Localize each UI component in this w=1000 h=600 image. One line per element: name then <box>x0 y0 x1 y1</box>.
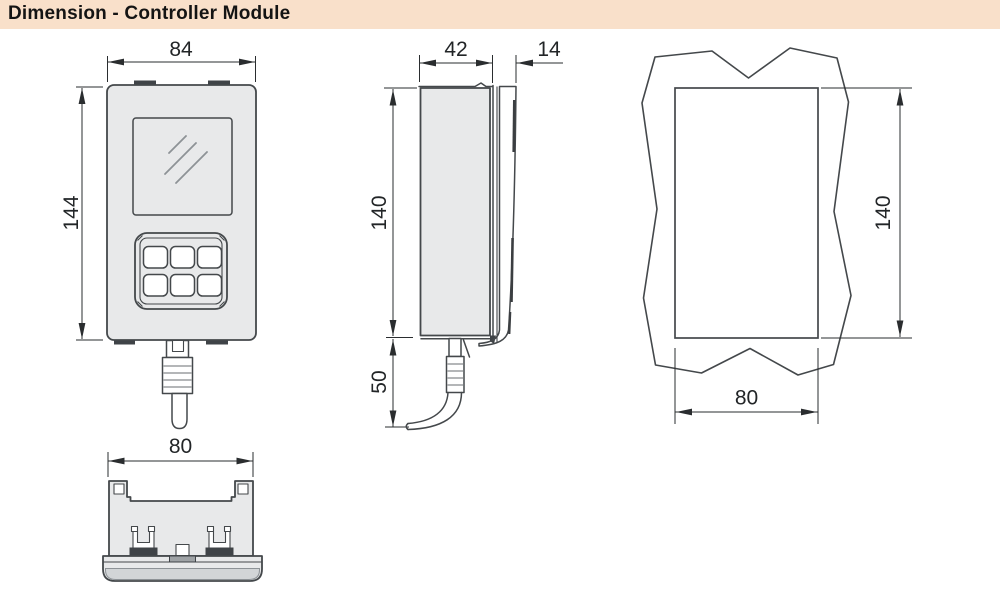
side-depth-dimension: 42 <box>419 38 493 83</box>
keypad <box>134 232 228 310</box>
tab-hole <box>237 483 249 495</box>
bezel-mark <box>510 237 514 303</box>
keypad-frame <box>134 232 228 310</box>
bezel-mark <box>508 311 512 335</box>
arrowhead <box>676 408 692 416</box>
clip-prong <box>147 525 156 533</box>
keypad-frame-inner <box>139 237 223 305</box>
clip-base <box>129 547 158 556</box>
cable-curve <box>407 391 449 425</box>
clip-prong <box>223 525 232 533</box>
top-cap <box>418 82 494 88</box>
panel-cutout-view: 140 80 <box>641 47 912 424</box>
keypad-button <box>169 245 196 269</box>
front-height-dimension: 144 <box>60 86 103 341</box>
cable-curve <box>407 391 463 431</box>
side-flange-dimension: 14 <box>515 38 563 83</box>
dimension-label: 80 <box>169 435 192 458</box>
side-connector <box>405 337 471 431</box>
front-width-dimension: 84 <box>107 38 256 82</box>
arrowhead <box>517 59 533 67</box>
side-housing <box>419 87 491 337</box>
device-body <box>106 80 257 345</box>
screen-bezel <box>132 117 233 216</box>
screen-reflection-icon <box>164 135 208 184</box>
page-title: Dimension - Controller Module <box>8 2 291 24</box>
arrowhead <box>896 89 904 106</box>
bottom-foot <box>114 338 135 345</box>
arrowhead <box>78 323 86 339</box>
keypad-button <box>142 245 169 269</box>
frame-chamfer <box>137 301 143 307</box>
dimension-label: 144 <box>60 195 83 230</box>
front-housing <box>106 84 257 341</box>
cable-end <box>405 422 409 431</box>
keypad-button <box>196 273 223 297</box>
bottom-foot <box>206 338 228 345</box>
connector-cable <box>171 392 188 430</box>
side-cable-dimension: 50 <box>368 339 409 428</box>
side-height-dimension: 140 <box>368 87 417 338</box>
connector-plug <box>161 356 194 395</box>
bottom-view: 80 <box>102 435 263 582</box>
cutout-width-dimension: 80 <box>674 348 819 424</box>
front-view: 84 144 <box>60 38 257 430</box>
dimension-label: 42 <box>444 38 467 61</box>
arrowhead <box>896 320 904 337</box>
center-ridge <box>169 555 196 563</box>
arrowhead <box>476 59 492 67</box>
arrowhead <box>108 457 125 465</box>
arrowhead <box>78 88 86 104</box>
top-tab <box>208 80 230 87</box>
arrowhead <box>389 89 397 106</box>
arrowhead <box>236 457 253 465</box>
arrowhead <box>239 58 255 66</box>
cable-connector <box>161 339 194 430</box>
device-screen <box>132 117 233 216</box>
dimension-label: 140 <box>872 195 895 230</box>
cutout-rect <box>674 87 819 339</box>
arrowhead <box>108 58 124 66</box>
connector-latch <box>171 339 185 353</box>
side-view: 42 14 140 <box>368 38 563 431</box>
keypad-button <box>169 273 196 297</box>
side-body <box>418 82 498 344</box>
bezel-mark <box>512 99 516 153</box>
tab-hole <box>113 483 125 495</box>
arrowhead <box>389 410 397 427</box>
clip-prong <box>206 525 215 533</box>
bezel-outline <box>478 85 517 347</box>
frame-chamfer <box>219 301 225 307</box>
cutout-height-dimension: 140 <box>821 87 912 339</box>
arrowhead <box>420 59 436 67</box>
dimension-label: 84 <box>169 38 193 61</box>
connector-pin <box>462 339 471 358</box>
bottom-width-dimension: 80 <box>107 435 254 477</box>
arrowhead <box>801 408 817 416</box>
bottom-flange <box>102 555 263 582</box>
frame-chamfer <box>219 235 225 241</box>
arrowhead <box>389 320 397 336</box>
dimension-label: 140 <box>368 195 391 230</box>
dimension-label: 14 <box>537 38 561 61</box>
side-bezel <box>478 85 517 347</box>
center-socket <box>175 543 190 557</box>
arrowhead <box>389 339 397 356</box>
top-tab <box>134 80 156 87</box>
flange-shade <box>105 568 260 580</box>
keypad-button <box>142 273 169 297</box>
title-bar: Dimension - Controller Module <box>0 0 1000 29</box>
connector-plug <box>445 355 465 394</box>
clip-prong <box>130 525 139 533</box>
mounting-clip-right <box>205 525 234 556</box>
keypad-button <box>196 245 223 269</box>
dimension-label: 50 <box>368 370 391 393</box>
frame-chamfer <box>137 235 143 241</box>
connector-neck <box>448 337 462 358</box>
clip-base <box>205 547 234 556</box>
dimension-label: 80 <box>735 387 758 410</box>
mounting-clip-left <box>129 525 158 556</box>
